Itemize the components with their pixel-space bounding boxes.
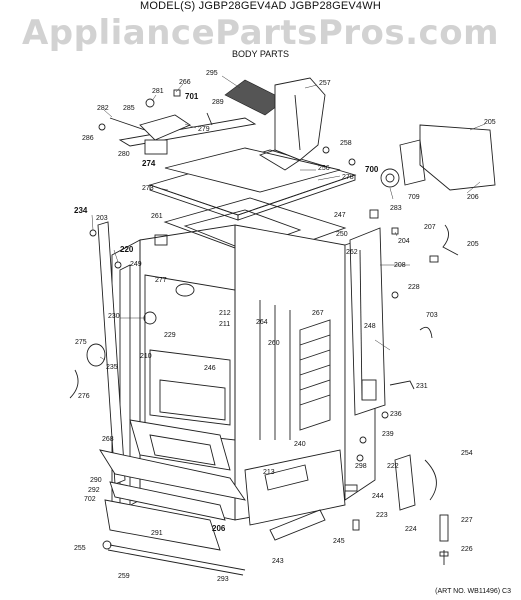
callout-label: 228: [408, 284, 420, 291]
art-number: (ART NO. WB11496) C3: [435, 588, 511, 595]
callout-label: 291: [151, 530, 163, 537]
top-back-panel: [118, 117, 341, 193]
callout-label: 258: [340, 140, 352, 147]
callout-label: 211: [219, 321, 230, 328]
callout-label: 298: [355, 463, 367, 470]
callout-label: 277: [155, 277, 167, 284]
callout-label: 227: [461, 517, 473, 524]
callout-label: 206: [467, 194, 479, 201]
callout-label: 230: [108, 313, 120, 320]
callout-label: 222: [387, 463, 399, 470]
callout-label: 235: [106, 364, 118, 371]
callout-label: 281: [152, 88, 164, 95]
callout-label: 260: [268, 340, 280, 347]
callout-label: 245: [333, 538, 345, 545]
gas-valve-assembly: [98, 89, 213, 155]
back-panel-bracket: [380, 124, 496, 191]
callout-label: 255: [74, 545, 86, 552]
callout-label: 702: [84, 496, 96, 503]
callout-label: 264: [256, 319, 268, 326]
callout-label: 234: [74, 206, 88, 215]
callout-label: 701: [185, 92, 199, 101]
watermark-text: AppliancePartsPros.com: [21, 13, 499, 53]
callout-label: 268: [102, 436, 114, 443]
kick-panel: [244, 449, 346, 541]
callout-label: 700: [365, 165, 379, 174]
callout-label: 286: [82, 135, 94, 142]
callout-label: 212: [219, 310, 231, 317]
callout-label: 256: [318, 165, 330, 172]
callout-label: 210: [140, 353, 152, 360]
callout-label: 285: [123, 105, 135, 112]
callout-label: 280: [118, 151, 130, 158]
callout-label: 205: [467, 241, 479, 248]
callout-labels: 295 257 266 281 701 289 282 285 279 286 …: [74, 70, 496, 583]
callout-label: 290: [90, 477, 102, 484]
callout-label: 293: [217, 576, 229, 583]
callout-label: 247: [334, 212, 346, 219]
callout-label: 220: [120, 245, 134, 254]
callout-label: 231: [416, 383, 428, 390]
callout-label: 243: [272, 558, 284, 565]
callout-label: 250: [336, 231, 348, 238]
callout-label: 276: [78, 393, 90, 400]
broiler-drawer-assembly: [99, 419, 246, 576]
section-title: BODY PARTS: [231, 49, 290, 59]
model-header: MODEL(S) JGBP28GEV4AD JGBP28GEV4WH: [140, 0, 381, 12]
callout-label: 213: [263, 469, 275, 476]
callout-label: 244: [372, 493, 384, 500]
callout-label: 204: [398, 238, 410, 245]
callout-label: 208: [394, 262, 406, 269]
callout-label: 246: [204, 365, 216, 372]
callout-label: 236: [390, 411, 402, 418]
callout-label: 206: [212, 524, 226, 533]
callout-label: 709: [408, 194, 420, 201]
callout-label: 703: [426, 312, 438, 319]
callout-label: 292: [88, 487, 100, 494]
callout-label: 275: [75, 339, 87, 346]
callout-label: 226: [461, 546, 473, 553]
callout-label: 248: [364, 323, 376, 330]
callout-label: 261: [151, 213, 163, 220]
callout-label: 229: [164, 332, 176, 339]
callout-label: 207: [424, 224, 436, 231]
callout-label: 266: [179, 79, 191, 86]
callout-label: 223: [376, 512, 388, 519]
callout-label: 257: [319, 80, 331, 87]
callout-label: 267: [312, 310, 324, 317]
callout-label: 240: [294, 441, 306, 448]
callout-label: 295: [206, 70, 218, 77]
callout-label: 239: [382, 431, 394, 438]
small-parts: [69, 146, 459, 565]
callout-label: 282: [97, 105, 109, 112]
callout-label: 205: [484, 119, 496, 126]
callout-label: 259: [118, 573, 130, 580]
callout-label: 254: [461, 450, 473, 457]
callout-label: 278: [342, 174, 354, 181]
callout-label: 273: [142, 185, 154, 192]
callout-label: 274: [142, 159, 156, 168]
callout-label: 203: [96, 215, 108, 222]
flue-duct: [258, 77, 326, 171]
left-front-trim: [97, 221, 126, 485]
right-side-panel: [349, 227, 386, 416]
leader-lines: [91, 75, 486, 361]
callout-label: 283: [390, 205, 402, 212]
callout-label: 224: [405, 526, 417, 533]
callout-label: 249: [130, 261, 142, 268]
callout-label: 289: [212, 99, 224, 106]
callout-label: 279: [198, 126, 210, 133]
callout-label: 262: [346, 249, 358, 256]
